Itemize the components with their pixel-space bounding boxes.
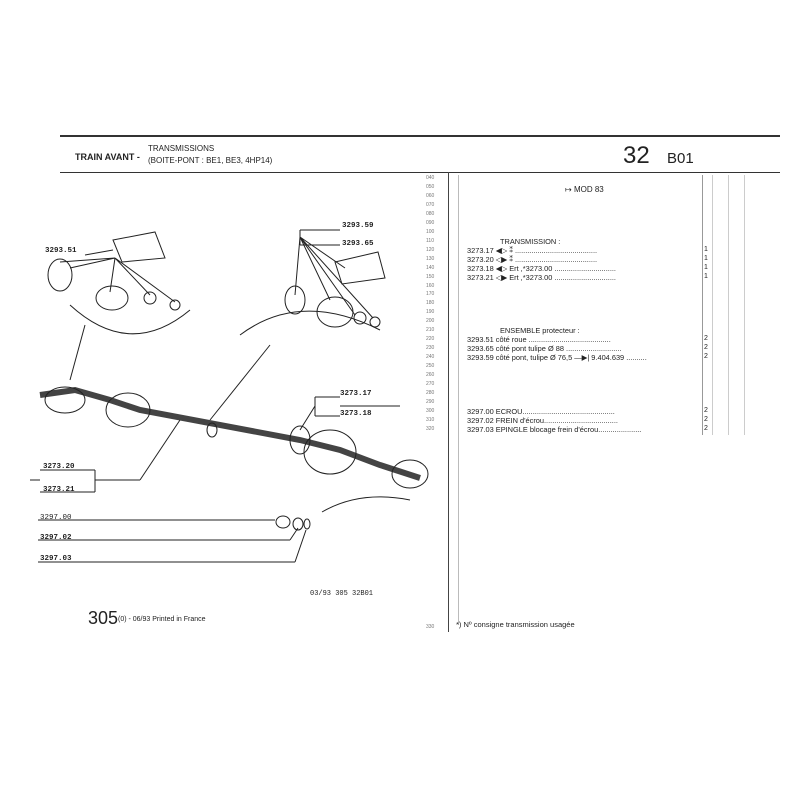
subgroup-code: B01 [667, 150, 694, 167]
diagram-label: 3293.51 [45, 247, 77, 255]
line-number: 320 [426, 425, 435, 432]
line-number: 220 [426, 336, 435, 343]
part-quantity: 1 [704, 245, 708, 253]
line-number: 140 [426, 264, 435, 271]
part-row: 3297.02 FREIN d'écrou...................… [467, 415, 618, 425]
top-rule [60, 135, 780, 137]
part-row: 3297.00 ECROU...........................… [467, 406, 615, 416]
section-title: TRAIN AVANT - [75, 152, 140, 162]
part-row: 3293.65 côté pont tulipe Ø 88 ..........… [467, 344, 622, 354]
print-info: (0) - 06/93 Printed in France [118, 616, 206, 623]
line-number: 080 [426, 210, 435, 217]
footnote: *) Nº consigne transmission usagée [456, 620, 575, 629]
title: TRANSMISSIONS [148, 144, 215, 153]
group-number: 32 [623, 142, 650, 169]
line-number: 290 [426, 399, 435, 405]
diagram-label: 3293.59 [342, 222, 374, 230]
reference-code: 03/93 305 32B01 [310, 590, 374, 598]
line-number: 060 [426, 192, 435, 199]
part-quantity: 2 [704, 353, 708, 361]
subtitle: (BOITE-PONT : BE1, BE3, 4HP14) [148, 156, 273, 165]
part-quantity: 1 [704, 272, 708, 280]
column-divider [744, 175, 745, 435]
diagram-label: 3273.18 [340, 410, 372, 418]
part-quantity: 2 [704, 406, 708, 414]
line-number: 150 [426, 273, 435, 280]
column-divider [712, 175, 713, 435]
part-quantity: 1 [704, 263, 708, 271]
diagram-label: 3273.20 [43, 463, 75, 471]
column-divider [458, 175, 459, 625]
line-number: 260 [426, 372, 435, 379]
line-number: 210 [426, 327, 435, 334]
line-number: 230 [426, 345, 435, 352]
diagram-label: 3293.65 [342, 240, 374, 248]
line-number: 040 [426, 175, 435, 181]
column-divider [728, 175, 729, 435]
part-row: 3293.51 côté roue ......................… [467, 335, 611, 345]
part-row: 3297.03 EPINGLE blocage frein d'écrou...… [467, 424, 642, 434]
line-number: 240 [426, 354, 435, 361]
diagram-label: 3273.21 [43, 486, 75, 494]
line-number: 180 [426, 300, 435, 307]
diagram-label: 3297.02 [40, 534, 72, 542]
mod-note: ↦ MOD 83 [565, 185, 604, 194]
mod-note-text: MOD 83 [573, 185, 604, 194]
header-rule [60, 172, 780, 173]
line-number: 110 [426, 237, 434, 244]
part-quantity: 2 [704, 415, 708, 423]
line-number: 280 [426, 390, 435, 397]
diagram-label: 3297.03 [40, 555, 72, 563]
part-row: TRANSMISSION : [500, 236, 561, 246]
part-quantity: 2 [704, 335, 708, 343]
line-number: 050 [426, 183, 435, 190]
line-number: 200 [426, 318, 435, 325]
part-quantity: 2 [704, 424, 708, 432]
column-divider [702, 175, 703, 435]
part-row: 3273.20 ◁▶ ⁑ ...........................… [467, 254, 598, 264]
line-number: 090 [426, 219, 435, 226]
arrow-icon: ↦ [565, 185, 574, 194]
column-divider [448, 172, 449, 632]
part-row: ENSEMBLE protecteur : [500, 326, 580, 336]
line-number: 270 [426, 381, 435, 388]
part-quantity: 2 [704, 344, 708, 352]
line-number: 120 [426, 246, 435, 253]
line-number: 190 [426, 309, 435, 316]
diagram-label: 3297.00 [40, 514, 72, 522]
drive-shaft-illustration [30, 229, 429, 563]
line-number: 300 [426, 407, 435, 414]
line-number: 160 [426, 282, 435, 289]
diagram-label: 3273.17 [340, 390, 372, 398]
line-number: 310 [426, 416, 435, 423]
line-number: 330 [426, 624, 435, 630]
part-row: 3273.21 ◁▶ Ert ,*3273.00 ...............… [467, 272, 616, 282]
page-number: 305 [88, 608, 119, 628]
line-number: 130 [426, 255, 435, 262]
part-row: 3273.18 ◀▷ Ert ,*3273.00 ...............… [467, 263, 616, 273]
exploded-diagram [30, 229, 429, 563]
part-row: 3273.17 ◀▷ ⁑ ...........................… [467, 245, 598, 255]
part-row: 3293.59 côté pont, tulipe Ø 76,5 —▶| 9.4… [467, 353, 647, 363]
line-number: 070 [426, 201, 435, 208]
line-number: 170 [426, 291, 435, 298]
line-number: 250 [426, 363, 435, 370]
line-number: 100 [426, 228, 435, 235]
part-quantity: 1 [704, 254, 708, 262]
